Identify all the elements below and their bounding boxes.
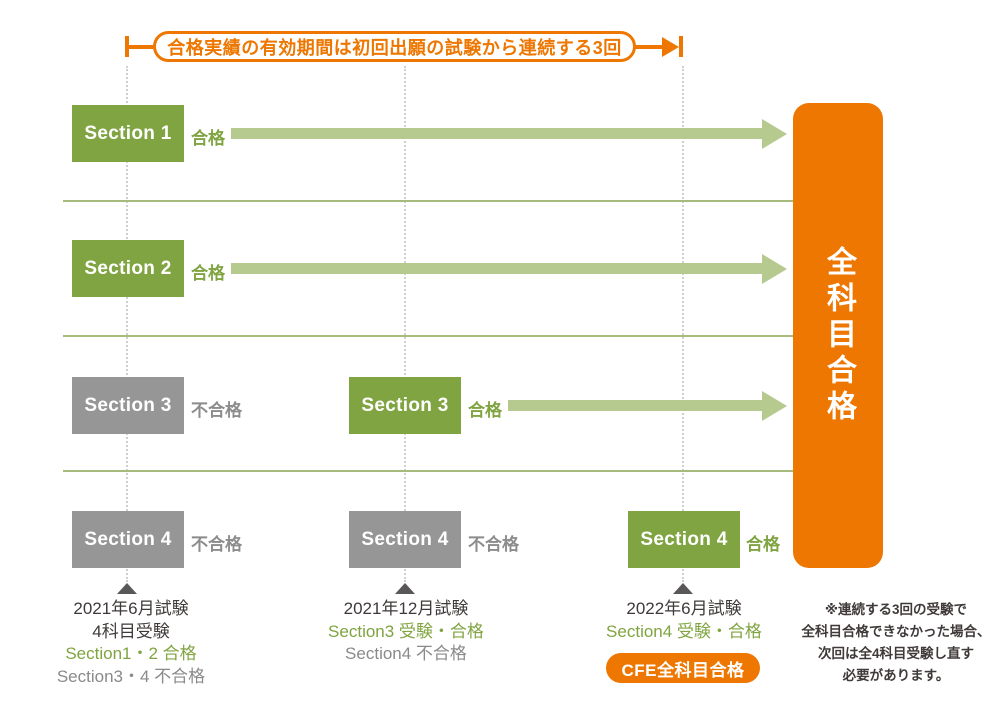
section3-box-fail: Section 3 [72,377,184,434]
banner-right-tick [679,36,683,57]
row-separator-3 [63,470,794,472]
section3-fail-status: 不合格 [191,401,242,420]
pass-arrow-shaft-row1 [231,128,763,139]
goal-box: 全科目合格 [793,103,883,568]
exam3-line2: Section4 受験・合格 [606,621,762,641]
guide-dotted-line-exam3 [682,66,684,582]
pass-arrow-right-icon-row2 [762,254,787,284]
banner-arrow-right-icon [662,37,679,57]
pass-arrow-shaft-row2 [231,263,763,274]
footnote-line4: 必要があります。 [842,668,950,683]
exam1-results: 2021年6月試験 4科目受験 Section1・2 合格 Section3・4… [21,598,241,688]
goal-label: 全科目合格 [822,245,855,426]
triangle-up-icon-exam2 [395,583,415,594]
exam1-line3: Section1・2 合格 [65,644,197,663]
footnote-line1: ※連続する3回の受験で [824,602,968,617]
validity-period-label: 合格実績の有効期間は初回出願の試験から連続する3回 [167,37,622,58]
footnote: ※連続する3回の受験で 全科目合格できなかった場合、 次回は全4科目受験し直す … [796,599,996,687]
guide-dotted-line-exam2 [404,66,406,582]
exam2-line3: Section4 不合格 [345,644,467,663]
footnote-line3: 次回は全4科目受験し直す [817,646,974,661]
exam3-results: 2022年6月試験 Section4 受験・合格 [574,598,794,643]
banner-left-tick [125,36,129,57]
pass-arrow-right-icon-row1 [762,119,787,149]
pass-arrow-shaft-row3 [508,400,763,411]
section3-box-pass: Section 3 [349,377,461,434]
cfe-pass-badge: CFE全科目合格 [606,653,760,683]
section2-box-pass: Section 2 [72,240,184,297]
exam2-date: 2021年12月試験 [343,599,469,618]
guide-dotted-line-exam1 [126,66,128,582]
section4-box-pass: Section 4 [628,511,740,568]
section4-box-fail2: Section 4 [349,511,461,568]
footnote-line2: 全科目合格できなかった場合、 [801,624,991,639]
validity-period-banner: 合格実績の有効期間は初回出願の試験から連続する3回 [153,31,636,62]
row-separator-2 [63,335,794,337]
section3-pass-status: 合格 [468,401,502,420]
section4-box-fail1: Section 4 [72,511,184,568]
triangle-up-icon-exam1 [117,583,137,594]
section1-box-pass: Section 1 [72,105,184,162]
exam1-date: 2021年6月試験 [73,599,189,618]
exam1-line2: 4科目受験 [92,621,170,641]
pass-arrow-right-icon-row3 [762,391,787,421]
banner-left-line [128,45,156,49]
exam3-date: 2022年6月試験 [626,599,742,618]
exam2-results: 2021年12月試験 Section3 受験・合格 Section4 不合格 [296,598,516,666]
section1-status: 合格 [191,129,225,148]
section2-status: 合格 [191,264,225,283]
section4-pass-status: 合格 [746,535,780,554]
exam1-line4: Section3・4 不合格 [56,666,206,686]
row-separator-1 [63,200,794,202]
exam2-line2: Section3 受験・合格 [328,621,484,641]
section4-fail2-status: 不合格 [468,535,519,554]
triangle-up-icon-exam3 [673,583,693,594]
section4-fail1-status: 不合格 [191,535,242,554]
banner-right-line [633,45,665,49]
